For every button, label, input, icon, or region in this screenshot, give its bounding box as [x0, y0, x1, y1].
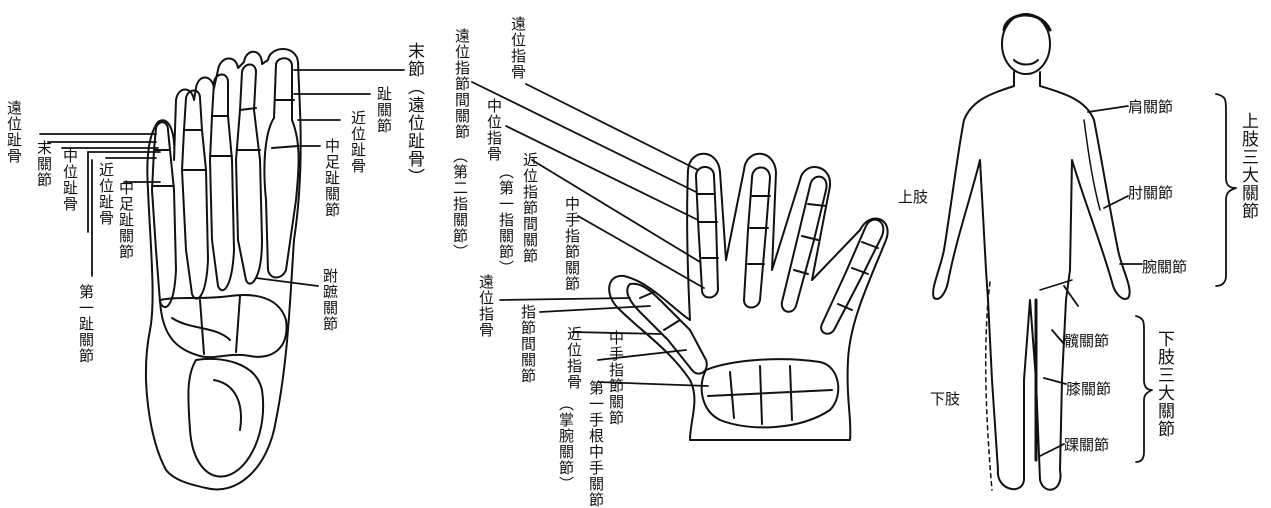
label-foot-mtp-joint: 中足趾關節: [324, 138, 340, 218]
label-hip-joint: 髖關節: [1064, 330, 1109, 351]
tarsal-bones: [160, 295, 287, 357]
label-upper-three-joints: 上肢三大關節: [1240, 112, 1256, 220]
label-hand-dip-joint: 遠位指節間關節: [454, 28, 470, 140]
foot-drawing: [146, 49, 301, 489]
label-foot-distal-segment: 末節（遠位趾骨）: [406, 42, 422, 186]
label-hand-proximal-phalanx: 近位指骨: [566, 326, 582, 390]
label-foot-middle-phalanx: 中位趾骨: [62, 148, 78, 212]
label-hand-cmc-joint-note: （掌腕關節）: [558, 396, 574, 492]
label-hand-ip-joint: 指節間關節: [520, 304, 536, 384]
label-hand-mcp-joint: 中手指節關節: [564, 196, 580, 292]
label-lower-three-joints: 下肢三大關節: [1156, 330, 1172, 438]
label-lower-limb: 下肢: [930, 388, 960, 409]
label-wrist-joint: 腕關節: [1142, 256, 1187, 277]
body-drawing: [933, 14, 1130, 490]
label-foot-first-mtp-joint: 第一趾關節: [78, 284, 94, 364]
label-foot-tarsometatarsal-joint: 跗蹠關節: [322, 268, 338, 332]
label-hand-pip-joint: 近位指節間關節: [522, 152, 538, 264]
label-foot-proximal-phalanx: 近位趾骨: [98, 162, 114, 226]
label-shoulder-joint: 肩關節: [1128, 96, 1173, 117]
label-hand-middle-phalanx: 中位指骨: [486, 98, 502, 162]
label-foot-mtp-joint-small: 中足趾關節: [118, 180, 134, 260]
toe-bone-4: [182, 91, 208, 299]
middle-finger-bones: [744, 168, 770, 308]
lower-bracket: [1136, 316, 1152, 462]
foot-leader-lines: [40, 70, 404, 286]
label-hand-thumb-mcp-joint: 中手指節關節: [608, 330, 624, 426]
label-elbow-joint: 肘關節: [1128, 182, 1173, 203]
index-finger-bones: [696, 167, 718, 298]
label-hand-pip-joint-note: （第一指關節）: [498, 164, 514, 276]
label-hand-cmc-joint: 第一手根中手關節: [588, 380, 604, 508]
label-hand-dip-joint-note: （第二指關節）: [452, 148, 468, 260]
toe-bone-3: [210, 75, 234, 291]
body-outline: [933, 72, 1130, 490]
calcaneus: [188, 359, 263, 477]
label-foot-distal-joint: 末關節: [36, 140, 52, 188]
label-foot-distal-phalanx: 遠位趾骨: [6, 100, 22, 164]
label-ankle-joint: 踝關節: [1064, 434, 1109, 455]
toe-bone-2: [236, 65, 262, 284]
label-hand-distal-phalanx-top: 遠位指骨: [510, 16, 526, 80]
label-knee-joint: 膝關節: [1066, 378, 1111, 399]
label-foot-proximal-phalanx-2: 近位趾骨: [350, 110, 366, 174]
label-upper-limb: 上肢: [898, 186, 928, 207]
upper-bracket: [1216, 94, 1236, 286]
label-foot-toe-joint: 趾關節: [376, 86, 392, 134]
label-hand-thumb-distal-phalanx: 遠位指骨: [478, 274, 494, 338]
